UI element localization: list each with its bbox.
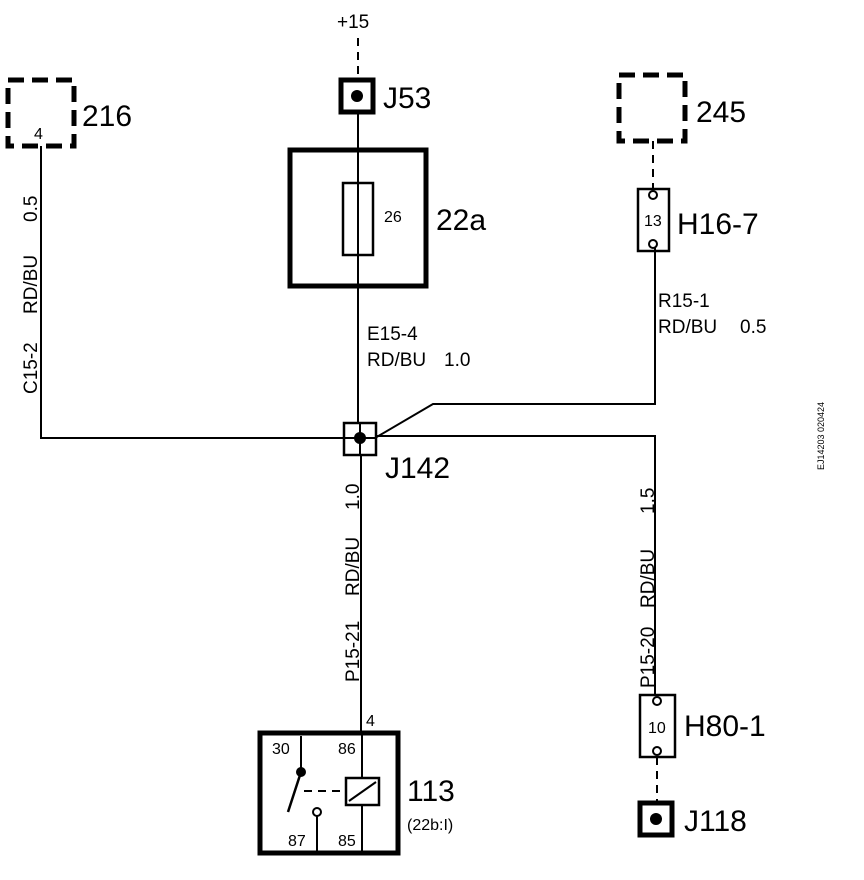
wire-p15-20-labels: P15-20 RD/BU 1.5 — [638, 488, 659, 688]
relay-terminal-87: 87 — [288, 833, 306, 850]
connector-j118-dot — [650, 813, 662, 825]
connector-j53-dot — [351, 90, 363, 102]
wire-c15-2-color: RD/BU — [21, 255, 42, 314]
wire-p15-21-id: P15-21 — [343, 621, 364, 682]
relay-113-sublabel: (22b:I) — [407, 817, 453, 834]
fuse-box-label: 22a — [436, 204, 486, 237]
junction-j142-dot — [354, 432, 366, 444]
wire-r15-1-color: RD/BU — [658, 317, 717, 338]
wire-p15-20-gauge: 1.5 — [638, 488, 659, 514]
component-245-label: 245 — [696, 96, 746, 129]
connector-j118 — [637, 800, 675, 838]
connector-j53-label: J53 — [383, 82, 431, 115]
fuse-number: 26 — [384, 209, 402, 226]
relay-113-pin-in: 4 — [366, 713, 375, 730]
relay-113 — [257, 730, 401, 856]
connector-h16-7-label: H16-7 — [677, 208, 759, 241]
wire-r15-1 — [374, 248, 656, 439]
wire-r15-1-gauge: 0.5 — [740, 317, 766, 338]
wire-p15-20 — [376, 435, 656, 696]
wire-p15-21-color: RD/BU — [343, 537, 364, 596]
wire-p15-21-labels: P15-21 RD/BU 1.0 — [343, 484, 364, 682]
wire-p15-20-id: P15-20 — [638, 627, 659, 688]
connector-h16-7-pin-top — [648, 190, 658, 200]
component-216-label: 216 — [82, 100, 132, 133]
relay-113-label: 113 — [407, 775, 455, 808]
component-216-pin: 4 — [34, 126, 43, 143]
component-245 — [616, 72, 688, 144]
wire-e15-4-id: E15-4 — [367, 324, 418, 345]
wire-e15-4-gauge: 1.0 — [444, 350, 470, 371]
connector-h80-1-pin: 10 — [648, 720, 666, 737]
relay-terminal-86: 86 — [338, 741, 356, 758]
wire-e15-4-color: RD/BU — [367, 350, 426, 371]
figure-id: EJ14203 020424 — [816, 402, 826, 470]
supply-label: +15 — [337, 12, 369, 33]
relay-contact-87 — [312, 807, 322, 817]
connector-h80-1-label: H80-1 — [684, 710, 766, 743]
connector-h80-1-pin-bottom — [652, 746, 662, 756]
junction-j142-label: J142 — [385, 452, 450, 485]
wire-c15-2-id: C15-2 — [21, 342, 42, 394]
wire-c15-2-gauge: 0.5 — [21, 196, 42, 222]
wire-p15-21-gauge: 1.0 — [343, 484, 364, 510]
connector-h80-1-pin-top — [652, 696, 662, 706]
component-216 — [5, 77, 77, 149]
wire-c15-2-labels: C15-2 RD/BU 0.5 — [21, 196, 42, 394]
relay-terminal-85: 85 — [338, 833, 356, 850]
wire-p15-20-color: RD/BU — [638, 549, 659, 608]
relay-switch-arm — [286, 771, 303, 813]
wire-c15-2 — [40, 146, 344, 439]
wire-r15-1-id: R15-1 — [658, 291, 710, 312]
connector-j118-label: J118 — [684, 805, 747, 838]
relay-coil-slash — [348, 781, 377, 802]
connector-h16-7-pin-bottom — [648, 239, 658, 249]
figure-id-group: EJ14203 020424 — [816, 402, 826, 470]
relay-terminal-30: 30 — [272, 741, 290, 758]
connector-h16-7-pin: 13 — [644, 213, 662, 230]
